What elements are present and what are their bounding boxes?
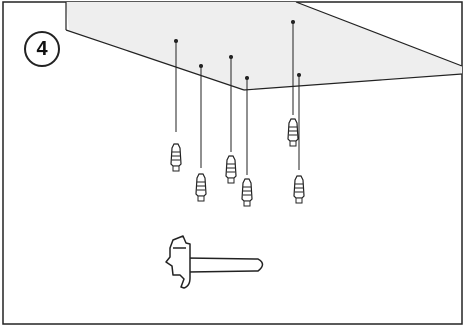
drill-mark-icon <box>245 76 249 80</box>
wall-plug-icon <box>195 173 207 202</box>
wall-plug-icon <box>225 155 237 184</box>
drill-mark-icon <box>174 39 178 43</box>
wall-plug-icon <box>293 175 305 204</box>
wall-plugs <box>170 118 305 207</box>
wall-plug-icon <box>170 143 182 172</box>
ceiling-edges <box>65 1 463 91</box>
hammer-icon <box>165 235 264 289</box>
drill-mark-icon <box>291 20 295 24</box>
drill-mark-icon <box>199 64 203 68</box>
drill-mark-icon <box>229 55 233 59</box>
wall-plug-icon <box>241 178 253 207</box>
ceiling-surface <box>66 2 462 90</box>
wall-plug-icon <box>287 118 299 147</box>
drill-guides <box>175 22 300 175</box>
step-number-badge: 4 <box>24 31 60 67</box>
drill-mark-icon <box>297 73 301 77</box>
drill-marks <box>174 20 301 80</box>
